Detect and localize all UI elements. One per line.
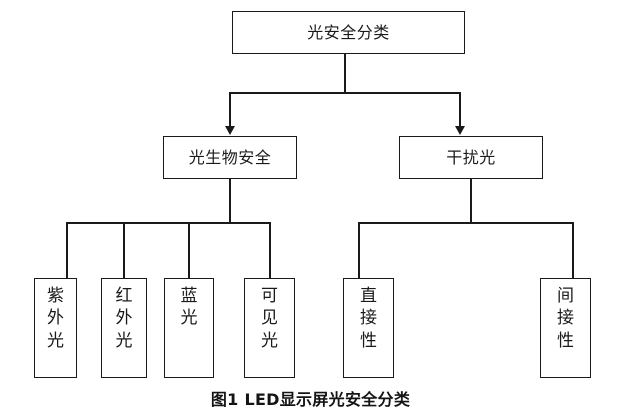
figure-caption: 图1 LED显示屏光安全分类 (210, 390, 411, 409)
node-root-light-safety-classification[interactable]: 光安全分类 (232, 11, 465, 54)
node-photobiological-safety[interactable]: 光生物安全 (163, 136, 297, 179)
connector-photobio-to-ir (123, 222, 125, 279)
connector-interference-bar (358, 222, 573, 224)
node-direct-interference-label: 直接性 (360, 286, 378, 351)
connector-root-to-photobio (229, 92, 231, 127)
connector-root-stem (344, 54, 346, 93)
node-blue-light-label: 蓝光 (180, 286, 198, 329)
node-photobiological-safety-label: 光生物安全 (188, 147, 272, 167)
node-infrared-light-label: 红外光 (115, 286, 133, 351)
node-root-label: 光安全分类 (307, 22, 390, 42)
node-interference-light[interactable]: 干扰光 (399, 136, 543, 179)
node-indirect-interference[interactable]: 间接性 (540, 278, 591, 378)
node-visible-light[interactable]: 可见光 (244, 278, 295, 378)
node-direct-interference[interactable]: 直接性 (343, 278, 394, 378)
node-blue-light[interactable]: 蓝光 (164, 278, 214, 378)
connector-photobio-to-uv (66, 222, 68, 279)
connector-photobio-to-visible (269, 222, 271, 279)
node-ultraviolet-light[interactable]: 紫外光 (34, 278, 77, 378)
node-visible-light-label: 可见光 (261, 286, 279, 351)
node-interference-light-label: 干扰光 (446, 147, 496, 167)
node-infrared-light[interactable]: 红外光 (101, 278, 147, 378)
node-ultraviolet-light-label: 紫外光 (47, 286, 65, 351)
connector-photobio-stem (229, 179, 231, 223)
connector-interference-to-indirect (572, 222, 574, 279)
connector-root-to-interference (459, 92, 461, 127)
connector-photobio-to-blue (188, 222, 190, 279)
arrowhead-to-interference (455, 126, 465, 135)
connector-root-bar (229, 92, 461, 94)
node-indirect-interference-label: 间接性 (557, 286, 575, 351)
connector-interference-stem (470, 179, 472, 223)
arrowhead-to-photobio (225, 126, 235, 135)
connector-interference-to-direct (358, 222, 360, 279)
connector-photobio-bar (66, 222, 271, 224)
